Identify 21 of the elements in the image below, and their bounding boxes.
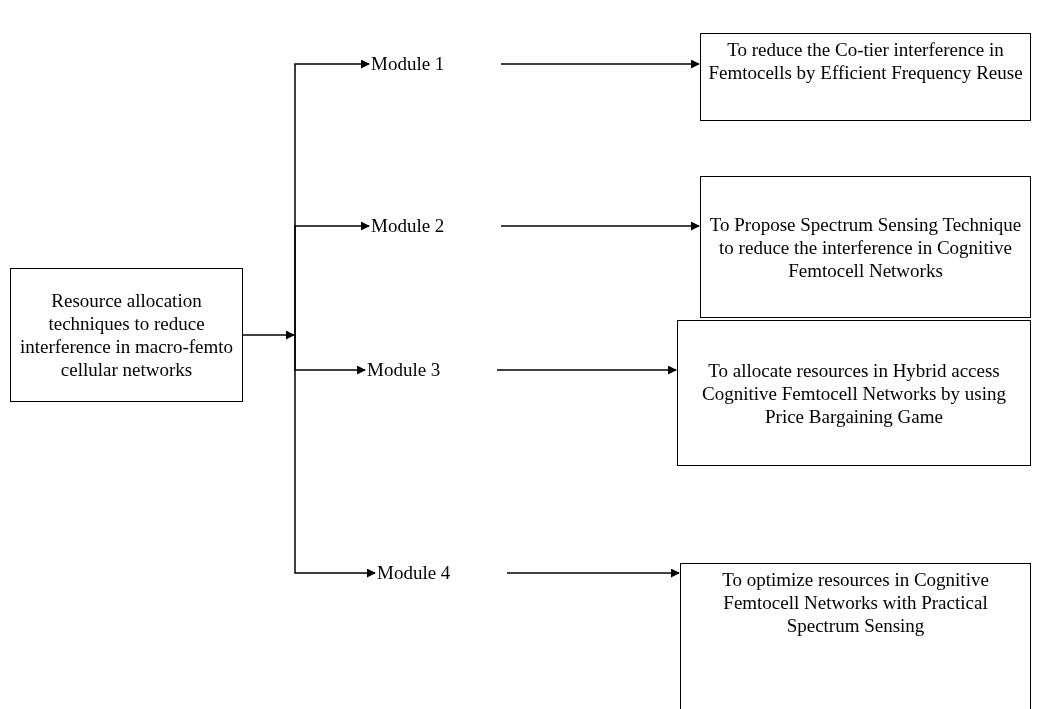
node-text: To Propose Spectrum Sensing Technique to reduce the interference in Cognitive Femtocell Networks (708, 212, 1023, 282)
arrow (242, 330, 295, 340)
arrow (496, 365, 677, 375)
arrow (500, 59, 700, 69)
arrow (294, 334, 376, 578)
process-box (677, 320, 1031, 466)
arrow (506, 568, 680, 578)
node-text: To optimize resources in Cognitive Femtocell Networks with Practical Spectrum Sensing (721, 568, 990, 637)
arrow (500, 221, 700, 231)
module-label: Module 3 (367, 359, 441, 380)
module-label: Module 1 (371, 53, 445, 74)
node-text: To reduce the Co-tier interference in Femtocells by Efficient Frequency Reuse (707, 38, 1024, 84)
node-text: Resource allocation techniques to reduce interference in macro-femto cellular networks (18, 289, 235, 381)
node-text: To allocate resources in Hybrid access Cognitive Femtocell Networks by using Price Bargaining Game (701, 358, 1007, 428)
process-box (700, 176, 1031, 318)
arrow (294, 221, 370, 336)
module-label: Module 4 (377, 562, 451, 583)
process-box (700, 33, 1031, 121)
module-label: Module 2 (371, 215, 445, 236)
process-box (10, 268, 243, 402)
process-box (680, 563, 1031, 709)
